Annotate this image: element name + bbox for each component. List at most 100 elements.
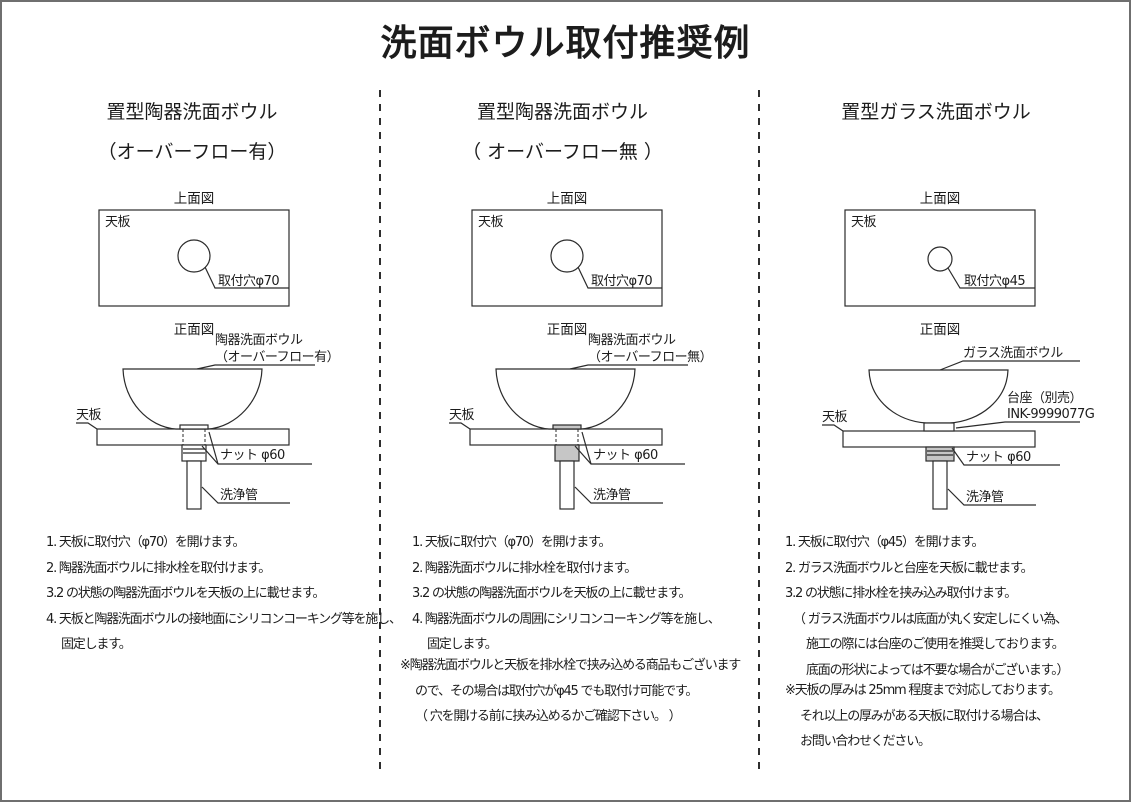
note-line: （ 穴を開ける前に挟み込めるかご確認下さい。 ） <box>415 709 682 724</box>
mounting-hole <box>177 239 211 273</box>
drain-pipe <box>559 460 575 510</box>
leader-line <box>939 360 1080 371</box>
note-line: お問い合わせください。 <box>800 734 931 749</box>
diagram-glass: 上面図 天板 取付穴φ45 正面図 ガラス洗面ボウル 台座（別売） INK-99… <box>822 191 1095 510</box>
leader-line <box>569 364 688 370</box>
top-view-label: 上面図 <box>174 191 215 207</box>
counter-label: 天板 <box>851 215 877 230</box>
counter-label-front: 天板 <box>822 410 848 425</box>
steps-ceramic-overflow: 1. 天板に取付穴（φ70）を開けます。 2. 陶器洗面ボウルに排水栓を取付けま… <box>46 530 402 658</box>
nut <box>554 444 580 462</box>
pedestal <box>923 422 955 432</box>
leader-line <box>449 422 471 430</box>
drain-flange <box>179 424 209 430</box>
diagram-ceramic-overflow: 上面図 天板 取付穴φ70 正面図 陶器洗面ボウル （オーバーフロー有） 天板 … <box>76 191 340 510</box>
note-line: ので、その場合は取付穴がφ45 でも取付け可能です。 <box>415 683 698 699</box>
column-divider <box>379 90 381 772</box>
bowl-label-line1: 陶器洗面ボウル <box>215 332 303 348</box>
countertop-front-view <box>96 428 290 446</box>
pipe-label: 洗浄管 <box>966 490 1004 505</box>
note-glass: ※天板の厚みは 25mm 程度まで対応しております。 それ以上の厚みがある天板に… <box>785 678 1061 755</box>
drain-pipe <box>932 460 948 510</box>
front-view-label: 正面図 <box>920 322 961 338</box>
column-heading-ceramic-overflow: 置型陶器洗面ボウル （オーバーフロー有） <box>12 92 372 172</box>
top-view-label: 上面図 <box>920 191 961 207</box>
nut-label: ナット φ60 <box>220 448 285 463</box>
hole-label: 取付穴φ70 <box>591 274 652 289</box>
heading-line2: （ オーバーフロー無 ） <box>462 141 663 163</box>
leader-line <box>581 431 592 465</box>
pedestal-label-line1: 台座（別売） <box>1007 390 1082 406</box>
steps-glass: 1. 天板に取付穴（φ45）を開けます。 2. ガラス洗面ボウルと台座を天板に載… <box>785 530 1070 683</box>
ceramic-bowl <box>122 368 263 430</box>
step-line: 1. 天板に取付穴（φ70）を開けます。 <box>412 535 612 550</box>
step-line: 固定します。 <box>61 637 132 652</box>
leader-line <box>955 421 1080 429</box>
leader-line <box>574 486 663 504</box>
step-line: 3.2 の状態の陶器洗面ボウルを天板の上に載せます。 <box>46 586 326 601</box>
leader-line <box>208 431 219 465</box>
step-line: 1. 天板に取付穴（φ45）を開けます。 <box>785 535 985 550</box>
hole-label: 取付穴φ45 <box>964 274 1025 289</box>
counter-label: 天板 <box>478 215 504 230</box>
countertop-front-view <box>842 430 1036 448</box>
drain-flange <box>552 424 582 430</box>
leader-line <box>76 422 98 430</box>
note-ceramic-no-overflow: ※陶器洗面ボウルと天板を排水栓で挟み込める商品もございます ので、その場合は取付… <box>400 653 741 730</box>
step-line: 3.2 の状態の陶器洗面ボウルを天板の上に載せます。 <box>412 586 692 601</box>
heading-line2: （オーバーフロー有） <box>97 141 287 163</box>
column-heading-ceramic-no-overflow: 置型陶器洗面ボウル （ オーバーフロー無 ） <box>385 92 740 172</box>
pipe-label: 洗浄管 <box>593 488 631 503</box>
bowl-label-line2: （オーバーフロー無） <box>588 350 712 365</box>
heading-line1: 置型ガラス洗面ボウル <box>841 101 1031 123</box>
countertop-front-view <box>469 428 663 446</box>
counter-label-front: 天板 <box>449 408 475 423</box>
front-view-label: 正面図 <box>547 322 588 338</box>
step-line: 施工の際には台座のご使用を推奨しております。 <box>806 637 1065 652</box>
step-line: 底面の形状によっては不要な場合がございます。） <box>806 662 1070 678</box>
heading-line1: 置型陶器洗面ボウル <box>476 101 648 123</box>
note-line: ※陶器洗面ボウルと天板を排水栓で挟み込める商品もございます <box>400 658 741 673</box>
step-line: 2. 陶器洗面ボウルに排水栓を取付けます。 <box>412 560 637 576</box>
leader-line <box>822 424 844 432</box>
mounting-hole <box>927 246 953 272</box>
bowl-label-line1: ガラス洗面ボウル <box>963 346 1063 361</box>
bowl-label-line2: （オーバーフロー有） <box>215 350 339 365</box>
nut <box>925 446 955 462</box>
step-line: 2. 陶器洗面ボウルに排水栓を取付けます。 <box>46 560 271 576</box>
leader-line <box>577 266 662 289</box>
front-view-label: 正面図 <box>174 322 215 338</box>
counter-label: 天板 <box>105 215 131 230</box>
note-line: ※天板の厚みは 25mm 程度まで対応しております。 <box>785 683 1061 698</box>
drain-pipe <box>186 460 202 510</box>
leader-line <box>201 486 290 504</box>
column-heading-glass: 置型ガラス洗面ボウル <box>760 92 1112 132</box>
counter-label-front: 天板 <box>76 408 102 423</box>
ceramic-bowl <box>495 368 636 430</box>
top-view-label: 上面図 <box>547 191 588 207</box>
diagram-ceramic-no-overflow: 上面図 天板 取付穴φ70 正面図 陶器洗面ボウル （オーバーフロー無） 天板 … <box>449 191 713 510</box>
step-line: （ ガラス洗面ボウルは底面が丸く安定しにくい為、 <box>793 611 1068 627</box>
column-divider <box>758 90 760 772</box>
step-line: 4. 陶器洗面ボウルの周囲にシリコンコーキング等を施し、 <box>412 611 721 627</box>
hole-label: 取付穴φ70 <box>218 274 279 289</box>
note-line: それ以上の厚みがある天板に取付ける場合は、 <box>800 708 1049 724</box>
step-line: 3.2 の状態に排水栓を挟み込み取付けます。 <box>785 586 1017 601</box>
leader-line <box>947 488 1036 506</box>
step-line: 2. ガラス洗面ボウルと台座を天板に載せます。 <box>785 560 1034 576</box>
mounting-hole <box>550 239 584 273</box>
step-line: 固定します。 <box>427 637 498 652</box>
nut-label: ナット φ60 <box>593 448 658 463</box>
step-line: 1. 天板に取付穴（φ70）を開けます。 <box>46 535 246 550</box>
pedestal-label-line2: INK-9999077G <box>1007 407 1094 422</box>
glass-bowl <box>868 369 1009 424</box>
leader-line <box>947 267 1035 289</box>
steps-ceramic-no-overflow: 1. 天板に取付穴（φ70）を開けます。 2. 陶器洗面ボウルに排水栓を取付けま… <box>412 530 721 658</box>
nut-label: ナット φ60 <box>966 450 1031 465</box>
step-line: 4. 天板と陶器洗面ボウルの接地面にシリコンコーキング等を施し、 <box>46 611 402 627</box>
page-title: 洗面ボウル取付推奨例 <box>380 23 751 64</box>
bowl-label-line1: 陶器洗面ボウル <box>588 332 676 348</box>
leader-line <box>204 266 289 289</box>
pipe-label: 洗浄管 <box>220 488 258 503</box>
